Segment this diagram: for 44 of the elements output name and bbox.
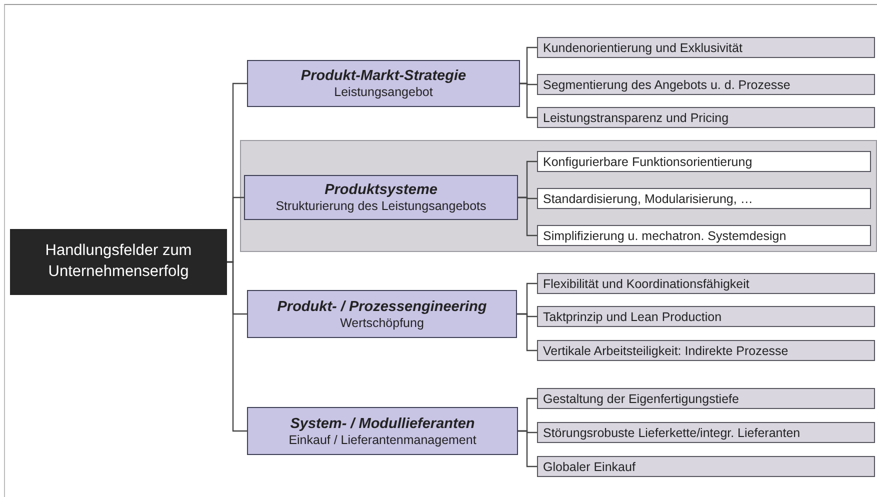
item-box <box>537 74 875 95</box>
item-text: Leistungstransparenz und Pricing <box>543 110 730 124</box>
category-box <box>247 60 520 107</box>
item-text: Flexibilität und Koordinationsfähigkeit <box>543 276 750 290</box>
item-text: Simplifizierung u. mechatron. Systemdesign <box>543 228 788 242</box>
item-box <box>537 422 875 443</box>
connector-line <box>518 196 537 236</box>
connector-line <box>518 430 537 468</box>
topic-text: Handlungsfelder zum Unternehmenserfolg <box>44 241 193 282</box>
connector-line <box>227 261 247 432</box>
category-box <box>247 407 518 455</box>
category-title: Produktsysteme <box>324 182 438 198</box>
item-text: Konfigurierbare Funktionsorientierung <box>543 154 754 168</box>
item-box <box>537 37 875 58</box>
connector-line <box>517 313 537 352</box>
item-text: Standardisierung, Modularisierung, … <box>543 192 754 206</box>
category-subtitle: Strukturierung des Leistungsangebots <box>274 199 488 213</box>
item-text: Kundenorientierung und Exklusivität <box>543 40 744 54</box>
topic-box <box>10 229 227 295</box>
highlight-band <box>240 140 877 252</box>
item-box <box>537 340 875 361</box>
item-box <box>537 273 875 294</box>
category-box <box>247 290 517 338</box>
category-title: Produkt-Markt-Strategie <box>300 68 468 84</box>
item-box <box>537 388 875 409</box>
category-subtitle: Leistungsangebot <box>333 85 434 99</box>
item-box <box>537 107 875 128</box>
category-box <box>244 175 518 220</box>
connector-line <box>520 82 537 118</box>
item-box <box>537 306 875 327</box>
item-text: Gestaltung der Eigenfertigungstiefe <box>543 392 740 406</box>
item-text: Taktprinzip und Lean Production <box>543 310 723 324</box>
item-text: Segmentierung des Angebots u. d. Prozesse <box>543 78 792 92</box>
category-subtitle: Wertschöpfung <box>339 316 425 330</box>
item-text: Vertikale Arbeitsteiligkeit: Indirekte Prozesse <box>543 344 790 358</box>
category-title: Produkt- / Prozessengineering <box>276 298 488 314</box>
item-box <box>537 188 871 209</box>
item-text: Globaler Einkauf <box>543 460 636 474</box>
item-box <box>537 456 875 477</box>
category-title: System- / Modullieferanten <box>289 416 476 432</box>
item-box <box>537 225 871 246</box>
item-text: Störungsrobuste Lieferkette/integr. Lieferanten <box>543 426 802 440</box>
item-box <box>537 151 871 172</box>
category-subtitle: Einkauf / Lieferantenmanagement <box>288 432 478 446</box>
